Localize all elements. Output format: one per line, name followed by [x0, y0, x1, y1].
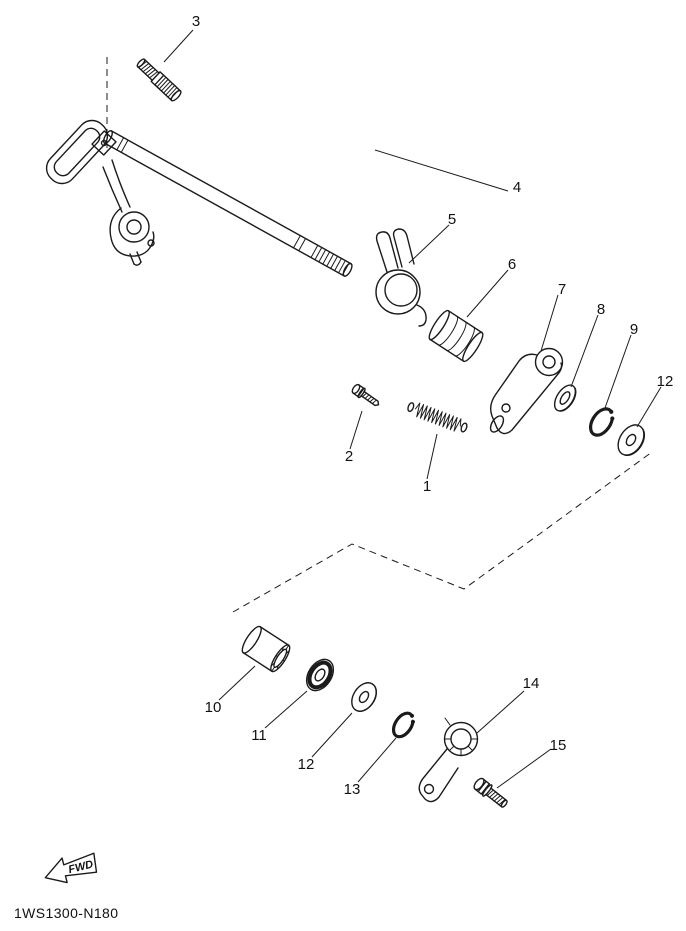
torsion-spring-part5: [375, 228, 427, 327]
shift-pedal: [45, 119, 155, 266]
callout-7: 7: [558, 281, 566, 298]
callout-1: 1: [423, 478, 431, 495]
callout-14: 14: [523, 675, 540, 692]
callout-9: 9: [630, 321, 638, 338]
callout-15: 15: [550, 737, 567, 754]
washer-part12-upper: [617, 424, 646, 457]
oil-seal-part11: [305, 658, 335, 692]
diagram-code: 1WS1300-N180: [14, 905, 118, 921]
tension-spring-part1: [407, 402, 468, 433]
callout-6: 6: [508, 256, 516, 273]
callout-5: 5: [448, 211, 456, 228]
callout-3: 3: [192, 13, 200, 30]
callout-11: 11: [251, 727, 267, 744]
stud-bolt-part3: [136, 58, 182, 102]
washer-part8: [553, 384, 577, 412]
callout-2: 2: [345, 448, 353, 465]
fwd-label: FWD: [67, 858, 94, 876]
callout-8: 8: [597, 301, 605, 318]
screw-part2: [351, 383, 380, 407]
e-clip-part13: [391, 711, 415, 739]
group-boundary-dashed: [232, 451, 653, 613]
callout-13: 13: [344, 781, 361, 798]
callout-12-upper: 12: [657, 373, 674, 390]
shift-shaft: [103, 130, 353, 277]
washer-part12-lower: [351, 682, 377, 712]
leader-lines: [163, 29, 662, 789]
needle-bearing-part10: [241, 625, 291, 673]
callout-4: 4: [513, 179, 521, 196]
callout-10: 10: [205, 699, 222, 716]
stopper-lever-part14: [418, 717, 479, 803]
circlip-part9: [589, 407, 615, 437]
bolt-part15: [473, 777, 508, 808]
callout-12-lower: 12: [298, 756, 315, 773]
collar-part6: [428, 309, 484, 363]
shift-arm-part7: [489, 347, 564, 435]
fwd-arrow: FWD: [44, 852, 98, 884]
